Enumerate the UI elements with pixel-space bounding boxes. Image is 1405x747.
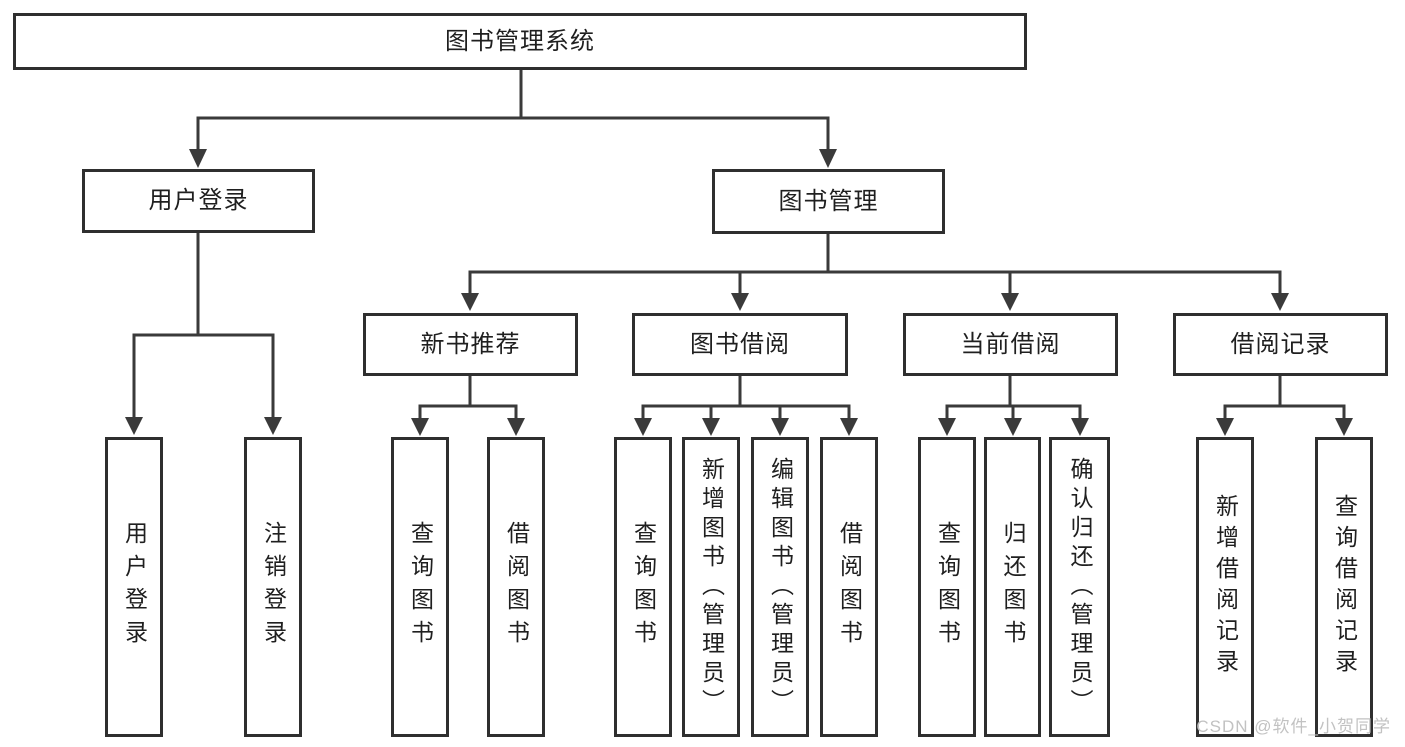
leaf-logout: 注销登录 — [244, 437, 302, 737]
leaf-borrow-books-recommend: 借阅图书 — [487, 437, 545, 737]
arrowheads — [125, 149, 1353, 436]
leaf-query-books-borrow: 查询图书 — [614, 437, 672, 737]
leaf-add-borrow-record: 新增借阅记录 — [1196, 437, 1254, 737]
csdn-watermark: CSDN @软件_小贺同学 — [1196, 717, 1391, 736]
leaf-add-books-admin: 新增图书（管理员） — [682, 437, 740, 737]
leaf-return-books: 归还图书 — [984, 437, 1041, 737]
leaf-query-books-current: 查询图书 — [918, 437, 976, 737]
leaf-edit-books-admin: 编辑图书（管理员） — [751, 437, 809, 737]
node-current-borrow: 当前借阅 — [903, 313, 1118, 376]
leaf-user-login: 用户登录 — [105, 437, 163, 737]
leaf-borrow-books: 借阅图书 — [820, 437, 878, 737]
node-borrow-records: 借阅记录 — [1173, 313, 1388, 376]
node-book-management-branch: 图书管理 — [712, 169, 945, 234]
node-new-book-recommend: 新书推荐 — [363, 313, 578, 376]
leaf-query-books-recommend: 查询图书 — [391, 437, 449, 737]
leaf-confirm-return-admin: 确认归还（管理员） — [1049, 437, 1110, 737]
leaf-query-borrow-record: 查询借阅记录 — [1315, 437, 1373, 737]
node-root-system: 图书管理系统 — [13, 13, 1027, 70]
node-user-login-branch: 用户登录 — [82, 169, 315, 233]
node-book-borrow: 图书借阅 — [632, 313, 848, 376]
